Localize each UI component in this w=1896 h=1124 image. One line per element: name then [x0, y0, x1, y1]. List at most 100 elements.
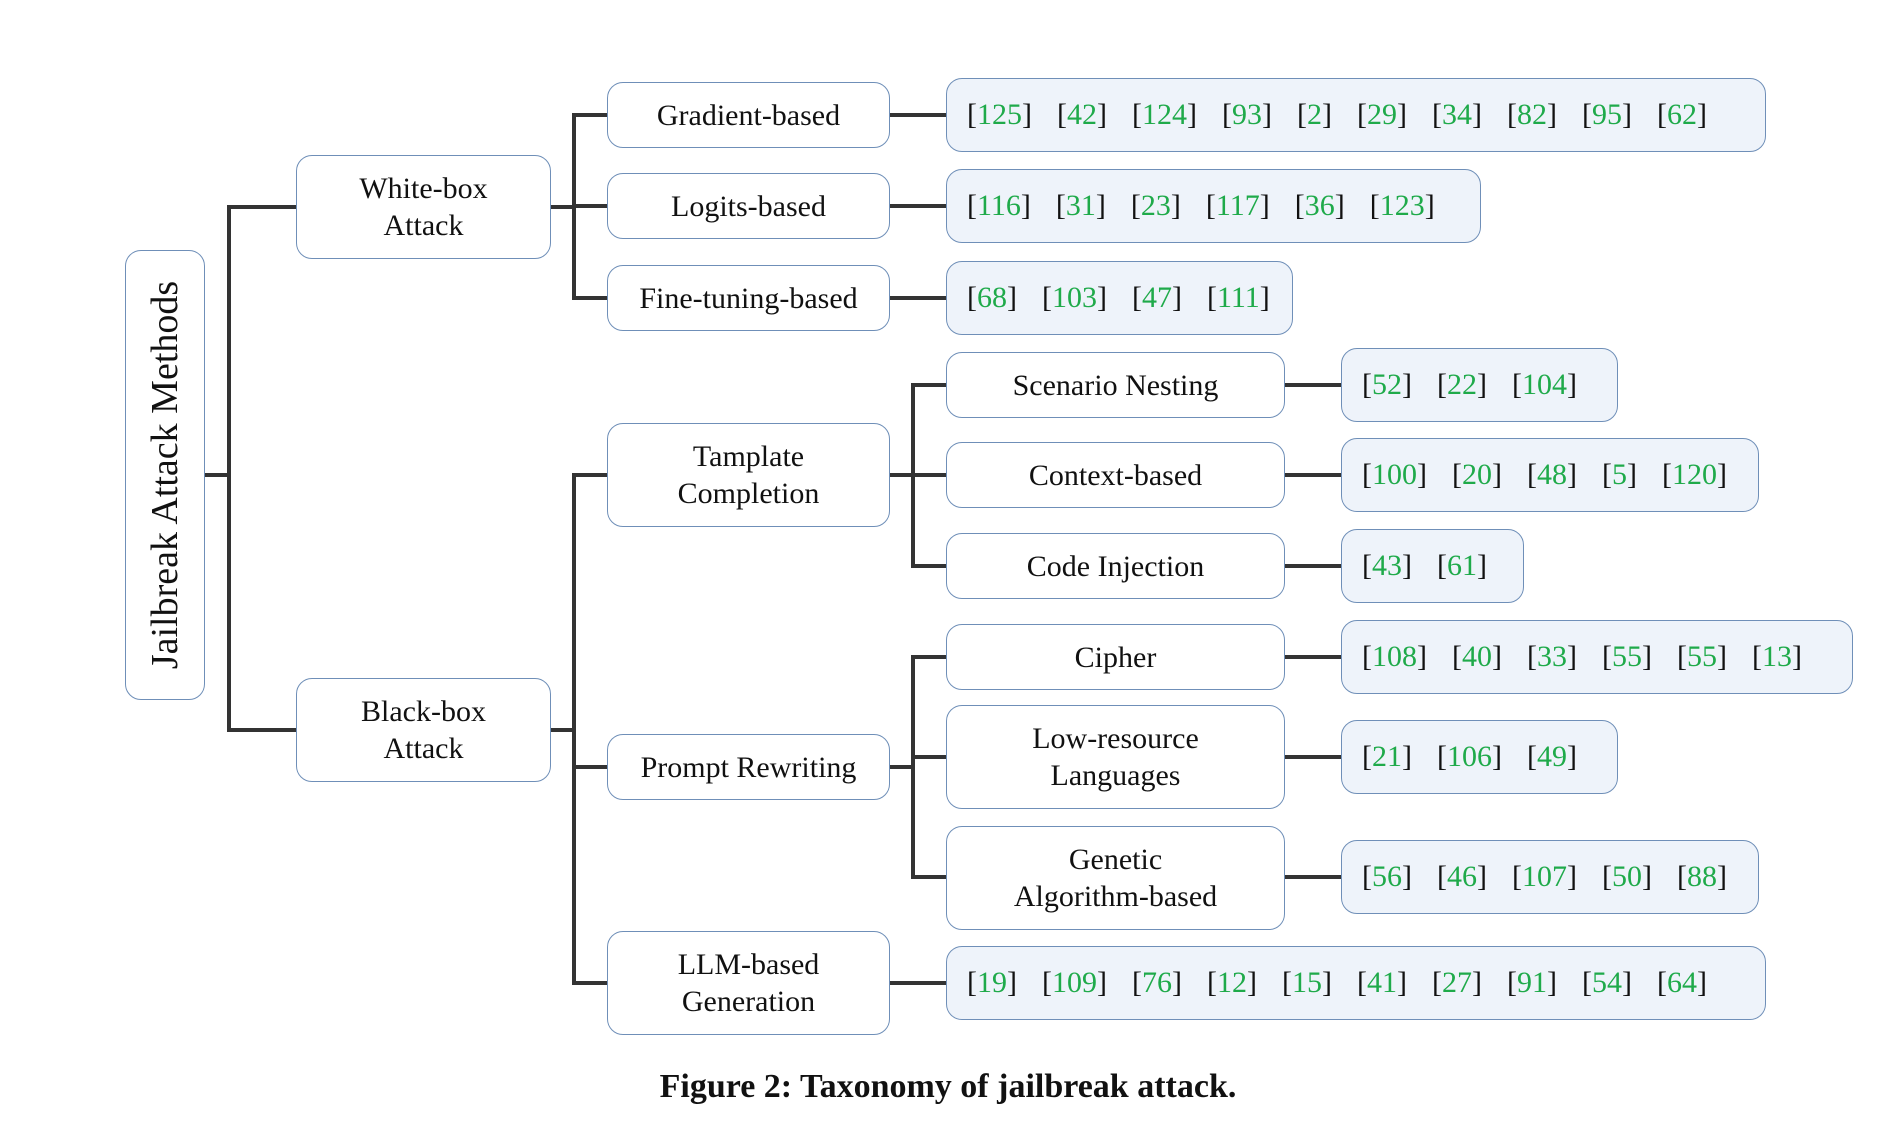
citation-ref: [124] — [1132, 98, 1197, 131]
white-box-line1: White-box — [359, 172, 488, 205]
citation-number: 82 — [1517, 98, 1547, 131]
low-resource-refs-box: [21] [106] [49] — [1341, 720, 1618, 794]
llm-refs-box: [19][109][76][12][15][41][27][91][54][64… — [946, 946, 1766, 1020]
citation-number: 34 — [1442, 98, 1472, 131]
template-completion-node: Tamplate Completion — [607, 423, 890, 527]
citation-number: 106 — [1447, 740, 1492, 773]
citation-number: 54 — [1592, 966, 1622, 999]
citation-ref: [36] — [1294, 189, 1345, 222]
citation-number: 56 — [1372, 860, 1402, 893]
citation-ref: [31] — [1055, 189, 1106, 222]
context-based-label: Context-based — [1028, 458, 1203, 492]
logits-based-node: Logits-based — [607, 173, 890, 239]
prompt-rewriting-label: Prompt Rewriting — [640, 750, 857, 784]
low-resource-line2: Languages — [1050, 759, 1181, 792]
citation-number: 125 — [977, 98, 1022, 131]
citation-number: 23 — [1140, 189, 1171, 222]
code-injection-node: Code Injection — [946, 533, 1285, 599]
citation-number: 47 — [1142, 281, 1172, 314]
citation-number: 64 — [1667, 966, 1697, 999]
citation-number: 117 — [1215, 189, 1260, 222]
context-based-node: Context-based — [946, 442, 1285, 508]
citation-ref: [82] — [1507, 98, 1557, 131]
citation-number: 19 — [977, 966, 1007, 999]
citation-number: 108 — [1372, 640, 1417, 673]
citation-number: 22 — [1447, 368, 1477, 401]
citation-number: 5 — [1612, 458, 1627, 491]
fine-tuning-based-label: Fine-tuning-based — [639, 281, 858, 315]
genetic-line2: Algorithm-based — [1013, 880, 1218, 913]
citation-ref: [40] — [1452, 640, 1502, 673]
citation-ref: [47] — [1132, 281, 1182, 314]
citation-number: 31 — [1065, 189, 1096, 222]
scenario-nesting-node: Scenario Nesting — [946, 352, 1285, 418]
context-refs-box: [100][20][48][5][120] — [1341, 438, 1759, 512]
citation-ref: [54] — [1582, 966, 1632, 999]
citation-number: 29 — [1367, 98, 1397, 131]
citation-ref: [61] — [1437, 549, 1487, 582]
citation-ref: [48] — [1527, 458, 1577, 491]
logits-based-label: Logits-based — [671, 189, 826, 223]
citation-number: 123 — [1379, 189, 1425, 222]
white-box-attack-node: White-box Attack — [296, 155, 551, 259]
citation-number: 120 — [1672, 458, 1717, 491]
citation-ref: [15] — [1282, 966, 1332, 999]
citation-ref: [108] — [1362, 640, 1427, 673]
citation-ref: [27] — [1432, 966, 1482, 999]
black-box-line2: Attack — [383, 732, 464, 765]
citation-ref: [95] — [1582, 98, 1632, 131]
citation-ref: [41] — [1357, 966, 1407, 999]
citation-ref: [107] — [1512, 860, 1577, 893]
citation-number: 20 — [1462, 458, 1492, 491]
citation-ref: [93] — [1222, 98, 1272, 131]
citation-number: 2 — [1307, 98, 1322, 131]
citation-number: 40 — [1462, 640, 1492, 673]
finetune-refs-box: [68][103][47][111] — [946, 261, 1293, 335]
citation-ref: [13] — [1752, 640, 1802, 673]
citation-ref: [88] — [1677, 860, 1727, 893]
citation-number: 88 — [1687, 860, 1717, 893]
black-box-attack-node: Black-box Attack — [296, 678, 551, 782]
citation-ref: [22] — [1437, 368, 1487, 401]
template-completion-line2: Completion — [677, 477, 820, 510]
citation-number: 52 — [1372, 368, 1402, 401]
genetic-refs-box: [56][46][107][50][88] — [1341, 840, 1759, 914]
cipher-label: Cipher — [1074, 640, 1157, 674]
citation-ref: [62] — [1657, 98, 1707, 131]
citation-number: 103 — [1052, 281, 1097, 314]
citation-number: 55 — [1687, 640, 1717, 673]
root-node — [125, 250, 205, 700]
scenario-nesting-label: Scenario Nesting — [1012, 368, 1219, 402]
citation-number: 116 — [977, 189, 1021, 222]
citation-ref: [34] — [1432, 98, 1482, 131]
citation-number: 93 — [1232, 98, 1262, 131]
citation-ref: [21] — [1362, 740, 1412, 773]
black-box-line1: Black-box — [361, 695, 486, 728]
citation-number: 107 — [1522, 860, 1567, 893]
citation-ref: [56] — [1362, 860, 1412, 893]
citation-number: 43 — [1372, 549, 1402, 582]
genetic-algorithm-node: Genetic Algorithm-based — [946, 826, 1285, 930]
citation-ref: [49] — [1527, 740, 1577, 773]
citation-number: 55 — [1612, 640, 1642, 673]
citation-number: 49 — [1537, 740, 1567, 773]
citation-ref: [104] — [1512, 368, 1577, 401]
code-injection-label: Code Injection — [1026, 549, 1205, 583]
gradient-based-label: Gradient-based — [656, 98, 841, 132]
citation-ref: [106] — [1437, 740, 1502, 773]
citation-number: 62 — [1667, 98, 1697, 131]
citation-ref: [55] — [1602, 640, 1652, 673]
citation-number: 111 — [1217, 281, 1260, 314]
logits-refs-box: [116][31][23][117][36][123] — [946, 169, 1481, 243]
llm-based-line1: LLM-based — [677, 948, 820, 981]
cipher-node: Cipher — [946, 624, 1285, 690]
citation-ref: [19] — [967, 966, 1017, 999]
root-label: Jailbreak Attack Methods — [144, 280, 186, 670]
citation-ref: [91] — [1507, 966, 1557, 999]
citation-ref: [5] — [1602, 458, 1637, 491]
citation-ref: [42] — [1057, 98, 1107, 131]
gradient-refs-box: [125][42][124][93][2][29][34][82][95][62… — [946, 78, 1766, 152]
fine-tuning-based-node: Fine-tuning-based — [607, 265, 890, 331]
citation-ref: [76] — [1132, 966, 1182, 999]
